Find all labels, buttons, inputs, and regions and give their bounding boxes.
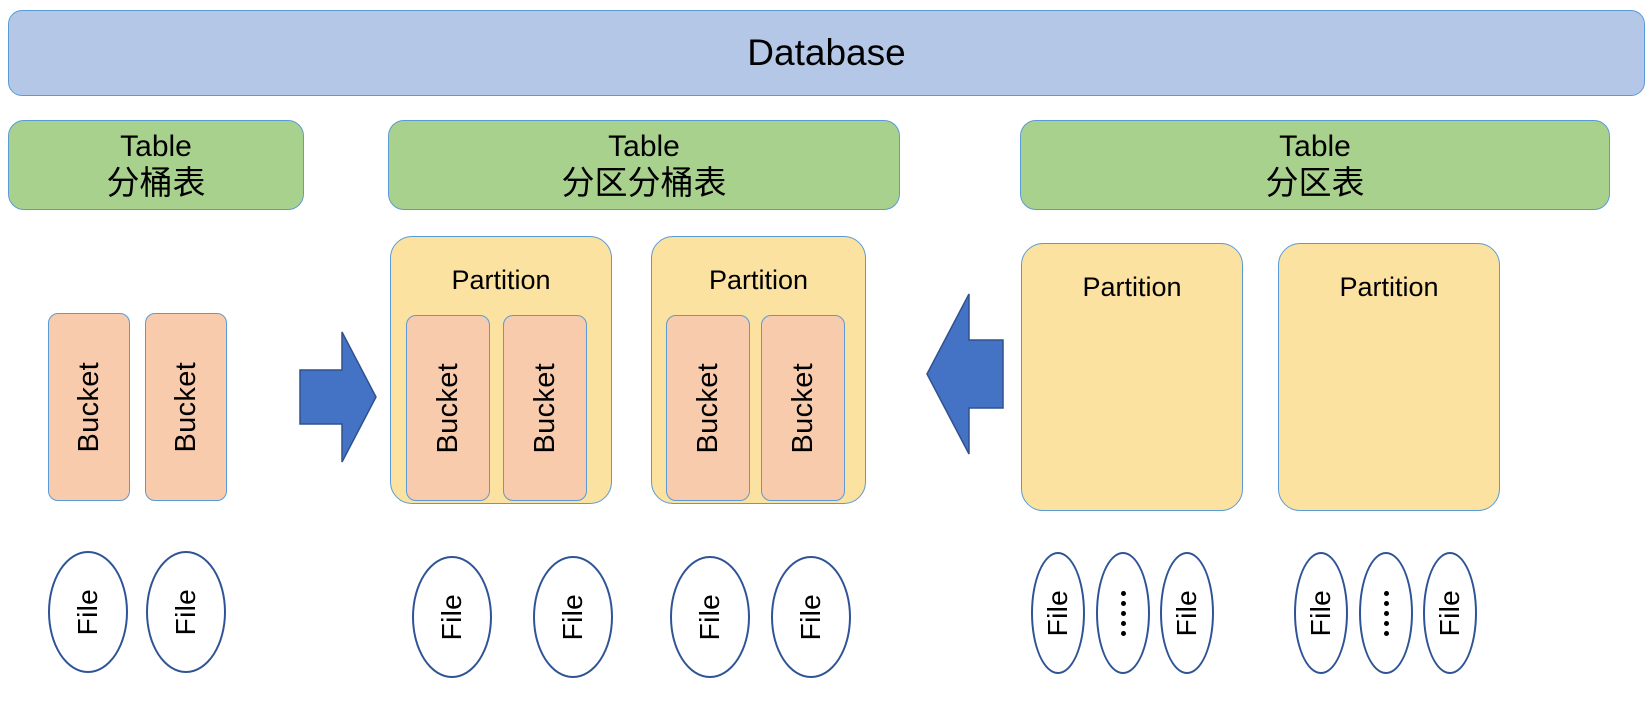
database-label: Database: [747, 32, 906, 74]
file-label: File: [1305, 589, 1336, 637]
bucket-box: Bucket: [666, 315, 750, 501]
partition-label: Partition: [1082, 272, 1182, 302]
table-label-en: Table: [608, 129, 680, 163]
bucket-box: Bucket: [145, 313, 227, 501]
bucket-label: Bucket: [72, 361, 105, 453]
file-ellipse: File: [146, 551, 226, 673]
file-ellipse: File: [1423, 552, 1477, 674]
file-label: File: [1434, 589, 1465, 637]
partition-label: Partition: [451, 265, 551, 295]
bucket-box: Bucket: [761, 315, 845, 501]
file-ellipse-ellipsis: [1359, 552, 1413, 674]
bucket-label: Bucket: [169, 361, 202, 453]
bucket-box: Bucket: [48, 313, 130, 501]
file-label: File: [557, 593, 588, 641]
table-label-en: Table: [1279, 129, 1351, 163]
file-label: File: [1171, 589, 1202, 637]
bucket-label: Bucket: [691, 362, 724, 454]
file-ellipse: File: [1031, 552, 1085, 674]
file-ellipse: File: [412, 556, 492, 678]
table-label-cn: 分区表: [1265, 164, 1365, 202]
table-box-partitioned-bucketed: Table 分区分桶表: [388, 120, 900, 210]
table-label-en: Table: [120, 129, 192, 163]
arrow-right-icon: [298, 330, 378, 464]
vertical-ellipsis-icon: [1120, 590, 1126, 636]
bucket-box: Bucket: [503, 315, 587, 501]
file-ellipse: File: [533, 556, 613, 678]
file-ellipse: File: [48, 551, 128, 673]
file-label: File: [694, 593, 725, 641]
table-box-bucketed: Table 分桶表: [8, 120, 304, 210]
file-ellipse-ellipsis: [1096, 552, 1150, 674]
file-label: File: [1042, 589, 1073, 637]
bucket-label: Bucket: [786, 362, 819, 454]
table-label-cn: 分桶表: [106, 164, 206, 202]
partition-label: Partition: [708, 265, 809, 295]
database-bar: Database: [8, 10, 1645, 96]
bucket-label: Bucket: [431, 362, 464, 454]
file-ellipse: File: [1160, 552, 1214, 674]
file-ellipse: File: [670, 556, 750, 678]
file-ellipse: File: [1294, 552, 1348, 674]
table-label-cn: 分区分桶表: [561, 164, 727, 202]
partition-box: Partition: [1021, 243, 1243, 511]
arrow-left-icon: [925, 292, 1005, 456]
table-box-partitioned: Table 分区表: [1020, 120, 1610, 210]
file-label: File: [72, 588, 103, 636]
partition-box: Partition: [1278, 243, 1500, 511]
file-label: File: [436, 593, 467, 641]
bucket-label: Bucket: [528, 362, 561, 454]
bucket-box: Bucket: [406, 315, 490, 501]
partition-label: Partition: [1339, 272, 1439, 302]
file-label: File: [795, 593, 826, 641]
file-label: File: [170, 588, 201, 636]
file-ellipse: File: [771, 556, 851, 678]
vertical-ellipsis-icon: [1383, 590, 1389, 636]
